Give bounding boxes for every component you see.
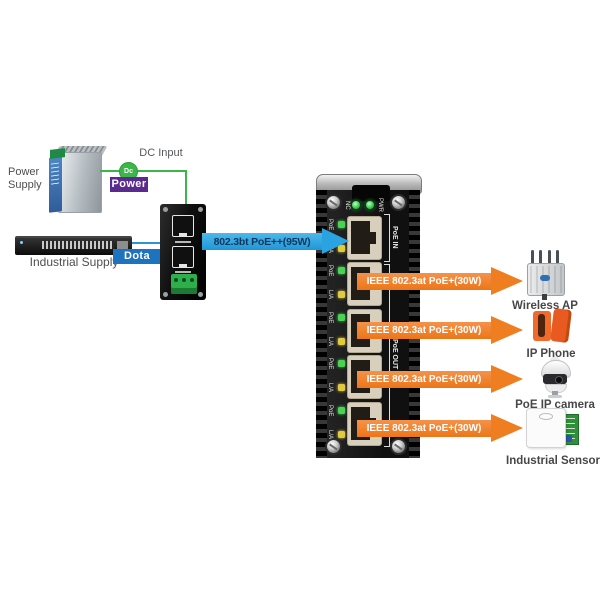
port2-la-led [338, 291, 345, 298]
flow-arrow-head-icon [491, 365, 523, 393]
injector-port-icon [172, 215, 194, 237]
switch-screw [327, 196, 340, 209]
flow-arrow-label: IEEE 802.3at PoE+(30W) [366, 276, 482, 287]
injector-screw [198, 292, 203, 297]
pwr-led-label: PWR [377, 198, 383, 212]
ap-body [527, 263, 565, 296]
industrial-supply-label: Industrial Supply [29, 255, 119, 269]
port4-la-label: L/A [327, 383, 333, 393]
ip-phone-label: IP Phone [526, 348, 576, 360]
injector-screw [163, 292, 168, 297]
port3-la-label: L/A [327, 337, 333, 347]
switch-screw [392, 440, 405, 453]
flow-arrow-body [357, 273, 491, 290]
ap-logo [540, 275, 550, 281]
port2-poe-led [338, 267, 345, 274]
port3-la-led [338, 338, 345, 345]
switch-port-poe-in [347, 216, 382, 260]
uplink-arrow-label: 802.3bt PoE++(95W) [213, 236, 311, 248]
switch-din-block [352, 185, 390, 201]
port4-poe-label: PoE [327, 358, 333, 370]
switch-screw [327, 440, 340, 453]
power-tag: Power [110, 177, 148, 192]
rack-ports-strip [42, 241, 114, 249]
port1-poe-led [338, 221, 345, 228]
dc-input-label: DC Input [139, 147, 183, 159]
switch-screw [392, 196, 405, 209]
poe-in-bracket [384, 214, 390, 262]
handset-icon [538, 314, 545, 337]
port4-poe-led [338, 360, 345, 367]
injector-screw [198, 207, 203, 212]
port4-la-led [338, 384, 345, 391]
injector-terminal-block [171, 274, 197, 294]
port5-la-led [338, 431, 345, 438]
psu-terminal-block [50, 148, 65, 159]
power-supply-label: Power Supply [8, 166, 42, 191]
port5-poe-led [338, 407, 345, 414]
data-line [132, 242, 160, 244]
injector-port-caption [175, 271, 191, 273]
nc-led-label: NC [344, 200, 350, 210]
wireless-ap-device [523, 250, 567, 300]
data-tag: Dota [113, 249, 161, 264]
port5-poe-label: PoE [327, 405, 333, 417]
industrial-sensor-label: Industrial Sensor [506, 455, 600, 467]
uplink-arrow-head-icon [322, 228, 349, 254]
port3-poe-label: PoE [327, 312, 333, 324]
poe-in-label: PoE IN [391, 225, 398, 249]
antenna-icon [556, 250, 559, 265]
flow-arrow-body [357, 420, 491, 437]
rack-uplink-module [117, 241, 128, 249]
flow-arrow-head-icon [491, 316, 523, 344]
ap-connector [542, 294, 547, 300]
uplink-arrow-body [202, 233, 322, 250]
flow-arrow-head-icon [491, 414, 523, 442]
poe-out-bracket [384, 264, 390, 447]
antenna-icon [539, 250, 542, 265]
dc-power-line-vertical [185, 170, 187, 206]
flow-arrow-head-icon [491, 267, 523, 295]
phone-case [550, 308, 572, 343]
rack-status-led [20, 241, 23, 244]
sensor-connector [562, 435, 572, 442]
switch-left-fins [316, 190, 327, 458]
power-supply-device [58, 152, 102, 213]
sensor-logo [539, 413, 553, 420]
antenna-icon [548, 250, 551, 265]
flow-arrow-label: IEEE 802.3at PoE+(30W) [366, 423, 482, 434]
camera-cap [550, 357, 560, 362]
port2-poe-label: PoE [327, 265, 333, 277]
injector-port-caption [175, 241, 191, 243]
antenna-icon [531, 250, 534, 265]
flow-arrow-body [357, 371, 491, 388]
flow-arrow-body [357, 322, 491, 339]
flow-arrow-label: IEEE 802.3at PoE+(30W) [366, 374, 482, 385]
industrial-sensor-device [524, 404, 580, 452]
ip-phone-device [531, 307, 573, 345]
port5-la-label: L/A [327, 430, 333, 440]
flow-arrow-label: IEEE 802.3at PoE+(30W) [366, 325, 482, 336]
camera-lens-icon [555, 376, 563, 384]
nc-led [352, 201, 360, 209]
port1-poe-label: PoE [327, 219, 333, 231]
camera-mount [548, 395, 562, 398]
port3-poe-led [338, 314, 345, 321]
port2-la-label: L/A [327, 290, 333, 300]
poe-out-label: PoE OUT [391, 339, 398, 370]
injector-screw [163, 207, 168, 212]
injector-port-icon [172, 246, 194, 268]
camera-stem [552, 391, 558, 395]
pwr-led [366, 201, 374, 209]
poe-ip-camera-device [536, 357, 574, 398]
dc-power-line-horizontal [100, 170, 187, 172]
